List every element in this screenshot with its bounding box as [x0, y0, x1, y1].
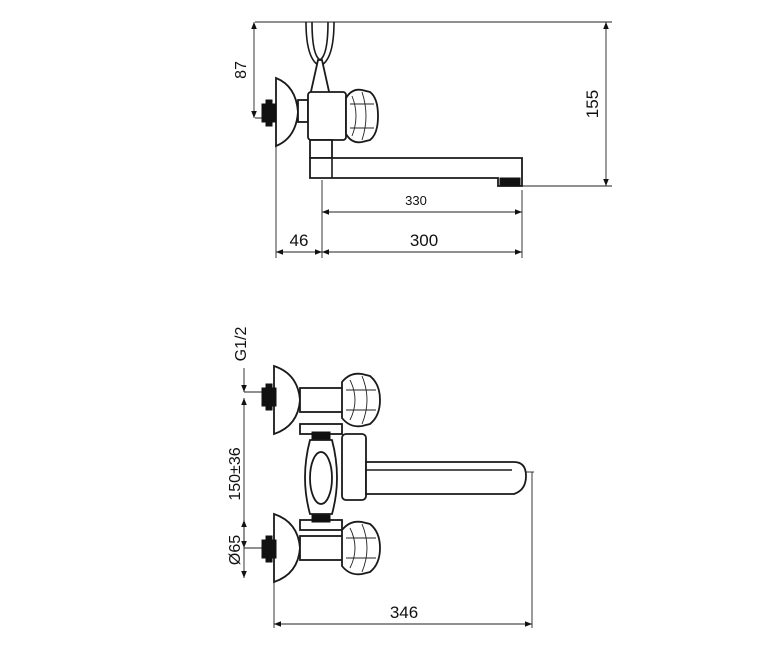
dim-155: 155 [583, 90, 602, 118]
dim-150-36: 150±36 [227, 447, 244, 500]
handle-knob [345, 88, 379, 144]
dim-346: 346 [390, 603, 418, 622]
wall-escutcheon [275, 76, 299, 148]
top-view: 87 155 330 46 300 [233, 21, 612, 258]
dim-300: 300 [410, 231, 438, 250]
spout [309, 157, 523, 187]
dim-diameter-65: Ø65 [227, 535, 244, 565]
dim-46: 46 [290, 231, 309, 250]
upper-escutcheon [273, 364, 301, 436]
diverter-stem [308, 59, 332, 97]
lower-handle-knob [341, 520, 381, 576]
upper-handle-knob [341, 372, 381, 428]
front-spout [365, 461, 527, 495]
mixer-body [307, 91, 347, 141]
front-view: G1/2 150±36 Ø65 346 [227, 327, 534, 628]
dim-87: 87 [233, 61, 250, 79]
dim-330: 330 [405, 193, 427, 208]
dim-g1-2: G1/2 [233, 327, 250, 362]
lower-escutcheon [273, 512, 301, 584]
